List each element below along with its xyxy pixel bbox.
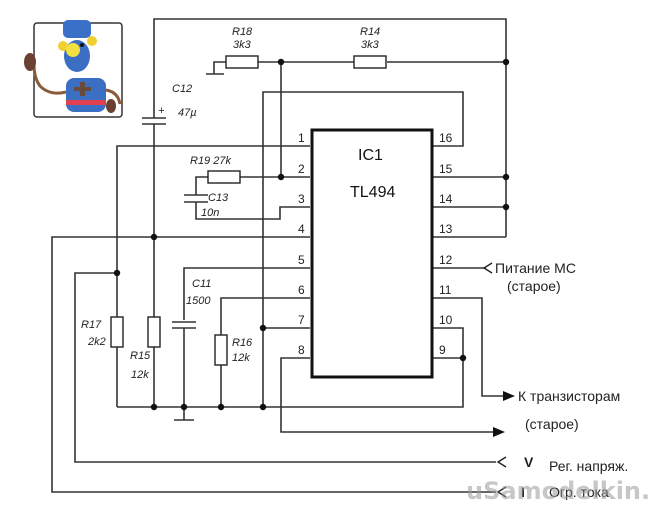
resistor-r17: R17 2k2 <box>81 316 124 348</box>
svg-text:16: 16 <box>439 131 453 145</box>
signal-power-mc: Питание МС (старое) <box>482 260 576 294</box>
svg-text:C12: C12 <box>172 83 192 95</box>
svg-text:К транзисторам: К транзисторам <box>518 388 620 404</box>
svg-text:5: 5 <box>298 253 305 267</box>
svg-text:R17: R17 <box>81 319 102 331</box>
svg-text:2: 2 <box>298 162 305 176</box>
svg-text:3k3: 3k3 <box>233 39 252 51</box>
input-arrow-icon <box>482 262 493 274</box>
svg-text:I: I <box>521 484 525 500</box>
svg-text:R14: R14 <box>360 26 380 38</box>
svg-text:11: 11 <box>439 283 452 297</box>
svg-text:6: 6 <box>298 283 305 297</box>
svg-text:(старое): (старое) <box>507 278 561 294</box>
svg-text:Огр. тока: Огр. тока <box>549 484 609 500</box>
ic-designator: IC1 <box>358 147 383 164</box>
svg-text:C13: C13 <box>208 192 229 204</box>
resistor-r16: R16 12k <box>214 334 253 366</box>
capacitor-c13: C13 10n <box>184 192 229 219</box>
svg-text:12: 12 <box>439 253 453 267</box>
svg-text:Рег. напряж.: Рег. напряж. <box>549 458 628 474</box>
ic-right-pin-labels: 16 15 14 13 12 11 10 9 <box>439 131 453 357</box>
ic1-tl494: IC1 TL494 <box>310 128 434 379</box>
output-arrow-icon <box>503 391 515 401</box>
wires <box>51 18 507 493</box>
input-arrow-icon <box>496 456 507 468</box>
output-arrow-icon <box>493 427 505 437</box>
svg-text:V: V <box>524 454 534 470</box>
svg-text:12k: 12k <box>232 352 250 364</box>
robot-logo-icon <box>24 20 123 118</box>
svg-text:+: + <box>158 105 165 117</box>
svg-text:R16: R16 <box>232 337 253 349</box>
svg-text:9: 9 <box>439 343 446 357</box>
svg-text:3: 3 <box>298 192 305 206</box>
svg-text:14: 14 <box>439 192 453 206</box>
svg-text:12k: 12k <box>131 369 149 381</box>
resistor-r19: R19 27k <box>190 155 241 184</box>
svg-text:13: 13 <box>439 222 453 236</box>
input-arrow-icon <box>496 486 507 498</box>
svg-text:10: 10 <box>439 313 453 327</box>
resistor-r14: R14 3k3 <box>353 26 387 69</box>
svg-text:R19 27k: R19 27k <box>190 155 231 167</box>
signal-pin8-output <box>493 427 505 437</box>
resistor-r18: R18 3k3 <box>225 26 259 69</box>
signal-to-transistors: К транзисторам (старое) <box>503 388 620 432</box>
svg-text:15: 15 <box>439 162 453 176</box>
capacitor-c12: + C12 47µ <box>142 83 197 125</box>
signal-voltage-reg: V Рег. напряж. <box>496 454 628 474</box>
svg-text:3k3: 3k3 <box>361 39 380 51</box>
svg-text:47µ: 47µ <box>178 107 197 119</box>
ic-left-pin-labels: 1 2 3 4 5 6 7 8 <box>298 131 305 357</box>
svg-text:1500: 1500 <box>186 295 211 307</box>
svg-text:(старое): (старое) <box>525 416 579 432</box>
svg-text:C11: C11 <box>192 278 211 290</box>
junctions <box>113 58 510 411</box>
signal-current-limit: I Огр. тока <box>496 484 609 500</box>
svg-text:R15: R15 <box>130 350 151 362</box>
svg-text:Питание МС: Питание МС <box>495 260 576 276</box>
svg-text:7: 7 <box>298 313 305 327</box>
capacitor-c11: C11 1500 <box>172 278 211 329</box>
svg-text:10n: 10n <box>201 207 219 219</box>
svg-text:R18: R18 <box>232 26 253 38</box>
resistor-r15: R15 12k <box>130 316 161 381</box>
svg-text:8: 8 <box>298 343 305 357</box>
ic-part-number: TL494 <box>350 184 395 201</box>
watermark: uSamodelkin.ru <box>466 477 650 505</box>
svg-text:2k2: 2k2 <box>87 336 106 348</box>
svg-text:4: 4 <box>298 222 305 236</box>
svg-text:1: 1 <box>298 131 305 145</box>
